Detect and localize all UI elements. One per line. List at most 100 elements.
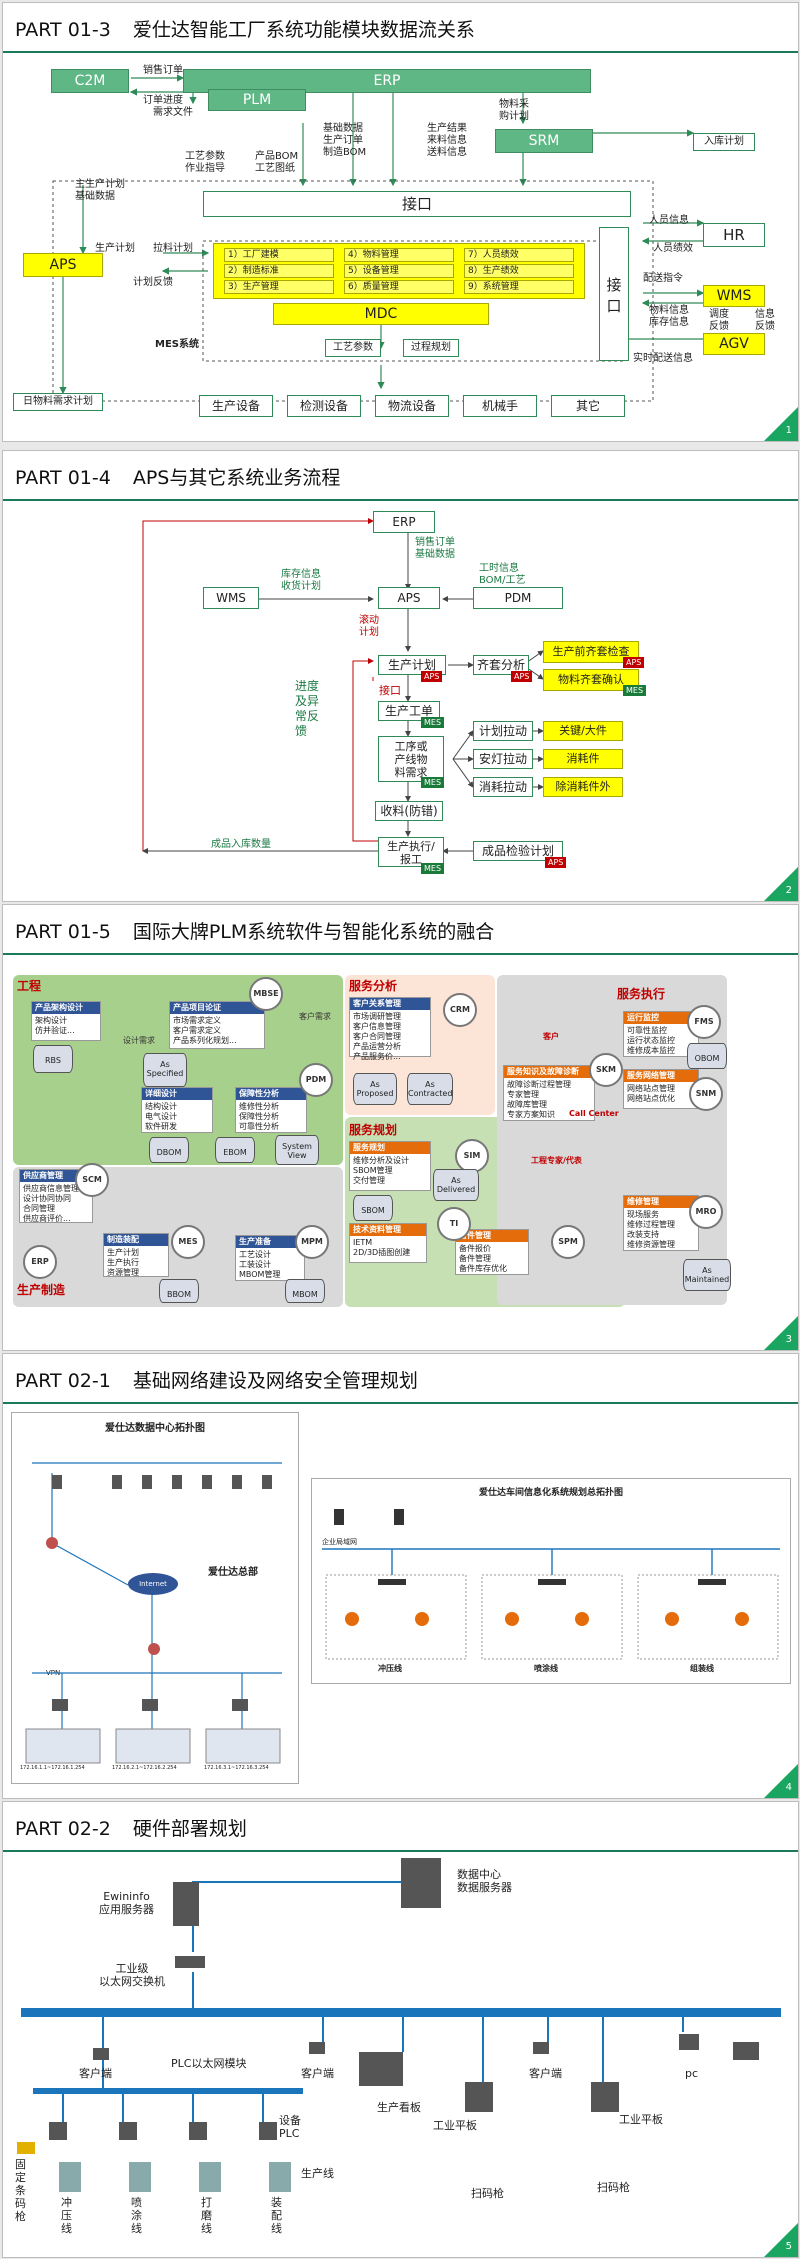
tablet2-label: 工业平板 — [619, 2113, 663, 2126]
switch-label: 工业级 以太网交换机 — [99, 1962, 165, 1988]
label-basic-data: 基础数据 生产订单 制造BOM — [323, 123, 367, 158]
zone-title-service-plan: 服务规划 — [349, 1123, 398, 1137]
c2m-box: C2M — [51, 69, 129, 93]
hardware-line-label: 冲 压 线 — [61, 2196, 72, 2235]
label-person-perf: 人员绩效 — [653, 243, 693, 254]
aps-tag: APS — [623, 657, 645, 668]
label-process-guidance: 工艺参数 作业指导 — [185, 151, 225, 174]
client3-label: 客户端 — [529, 2067, 562, 2080]
db-as-delivered: As Delivered — [433, 1169, 479, 1201]
aps-tag: APS — [421, 671, 443, 682]
circle-snm: SNM — [689, 1077, 723, 1111]
card-network: 服务网络管理网络站点管理 网络站点优化 — [623, 1069, 699, 1109]
datacenter-topology: 爱仕达数据中心拓扑图 爱仕达总部 Internet VPN — [11, 1412, 299, 1784]
mes-system-label: MES系统 — [155, 339, 199, 350]
circle-fms: FMS — [687, 1005, 721, 1039]
module-item: 9）系统管理 — [464, 280, 574, 294]
label-inventory: 库存信息 收货计划 — [281, 569, 321, 592]
card-maint: 维修管理现场服务 维修过程管理 改装支持 维修资源管理 — [623, 1195, 699, 1251]
label-dispatch-feedback: 调度 反馈 — [709, 309, 729, 332]
fixed-scanner-label: 固 定 条 码 枪 — [15, 2158, 26, 2223]
equipment-box: 机械手 — [463, 395, 537, 417]
aps-box: APS — [23, 253, 103, 277]
pc-label: pc — [685, 2067, 699, 2080]
flow-arrows — [52, 74, 705, 402]
page-corner — [764, 1764, 798, 1798]
card-crm: 客户关系管理市场调研管理 客户信息管理 客户合同管理 产品运营分析 产品服务价.… — [349, 997, 431, 1061]
workshop-line-label: 喷涂线 — [534, 1664, 558, 1673]
label-customer-req: 客户需求 — [299, 1012, 331, 1021]
aps-node-prod-exec: 生产执行/ 报工 — [378, 837, 444, 867]
plc-module-label: PLC以太网模块 — [171, 2057, 247, 2070]
scanner2-label: 扫码枪 — [597, 2181, 630, 2194]
title-divider — [3, 1850, 798, 1852]
title-divider — [3, 51, 798, 53]
circle-mro: MRO — [689, 1195, 723, 1229]
label-pick-plan: 拉料计划 — [153, 243, 193, 254]
aps-node-aps: APS — [378, 587, 440, 609]
hr-box: HR — [703, 223, 765, 247]
card-prep: 生产准备工艺设计 工装设计 MBOM管理 — [235, 1235, 305, 1281]
module-item: 6）质量管理 — [344, 280, 454, 294]
workshop-line-label: 组装线 — [690, 1664, 714, 1673]
label-product-bom: 产品BOM 工艺图纸 — [255, 151, 299, 174]
db-rbs: RBS — [33, 1045, 73, 1073]
internet-cloud: Internet — [128, 1573, 178, 1595]
label-customer: 客户 — [543, 1032, 559, 1041]
srm-box: SRM — [495, 129, 593, 153]
circle-mbse: MBSE — [249, 977, 283, 1011]
yellow-pre-check: 生产前齐套检查 — [543, 641, 639, 663]
label-delivery-cmd: 配送指令 — [643, 273, 683, 284]
prod-line-label: 生产线 — [301, 2167, 334, 2180]
aps-arrows — [142, 518, 544, 854]
label-info-feedback: 信息 反馈 — [755, 309, 775, 332]
db-system-view: System View — [275, 1135, 319, 1165]
label-rolling: 滚动 计划 — [359, 615, 379, 638]
yellow-material-confirm: 物料齐套确认 — [543, 669, 639, 691]
module-item: 4）物料管理 — [344, 248, 454, 262]
card-mfg: 制造装配生产计划 生产执行 资源管理 — [103, 1233, 169, 1277]
zone-title-service-analysis: 服务分析 — [349, 979, 398, 993]
circle-sim: SIM — [455, 1139, 489, 1173]
label-material-purchase: 物料采 购计划 — [499, 99, 529, 122]
db-sbom: SBOM — [353, 1195, 393, 1221]
title-divider — [3, 1402, 798, 1404]
db-as-maintained: As Maintained — [683, 1259, 731, 1291]
scanner1-label: 扫码枪 — [471, 2187, 504, 2200]
db-as-proposed: As Proposed — [353, 1073, 397, 1105]
aps-node-andon-pull: 安灯拉动 — [473, 749, 533, 769]
page-number: 5 — [785, 2241, 792, 2252]
db-as-contracted: As Contracted — [407, 1073, 453, 1105]
topology-left-title: 爱仕达数据中心拓扑图 — [105, 1423, 205, 1434]
card-parts: 备件管理备件报价 备件管理 备件库存优化 — [455, 1229, 529, 1275]
label-plan-feedback: 计划反馈 — [133, 277, 173, 288]
left-topology-lines — [25, 1462, 282, 1764]
process-params-box: 工艺参数 — [325, 339, 381, 357]
zone-title-engineering: 工程 — [17, 979, 42, 993]
page-corner — [764, 867, 798, 901]
wms-box: WMS — [703, 285, 765, 307]
page-corner — [764, 2223, 798, 2257]
db-dbom: DBOM — [149, 1137, 189, 1163]
client2-label: 客户端 — [301, 2067, 334, 2080]
db-obom: OBOM — [687, 1043, 727, 1069]
aps-tag: APS — [545, 857, 567, 868]
hq-label: 爱仕达总部 — [208, 1567, 258, 1578]
hardware-line-label: 喷 涂 线 — [131, 2196, 142, 2235]
aps-node-prod-plan: 生产计划 — [378, 655, 446, 675]
label-call-center: Call Center — [569, 1109, 619, 1118]
datacenter-label: 数据中心 数据服务器 — [457, 1868, 512, 1894]
title-divider — [3, 499, 798, 501]
module-item: 1）工厂建模 — [224, 248, 334, 262]
equipment-box: 物流设备 — [375, 395, 449, 417]
label-prod-plan: 生产计划 — [95, 243, 135, 254]
topology-right-title: 爱仕达车间信息化系统规划总拓扑图 — [478, 1488, 623, 1498]
board-label: 生产看板 — [377, 2101, 421, 2114]
label-hours-bom: 工时信息 BOM/工艺 — [479, 563, 526, 586]
